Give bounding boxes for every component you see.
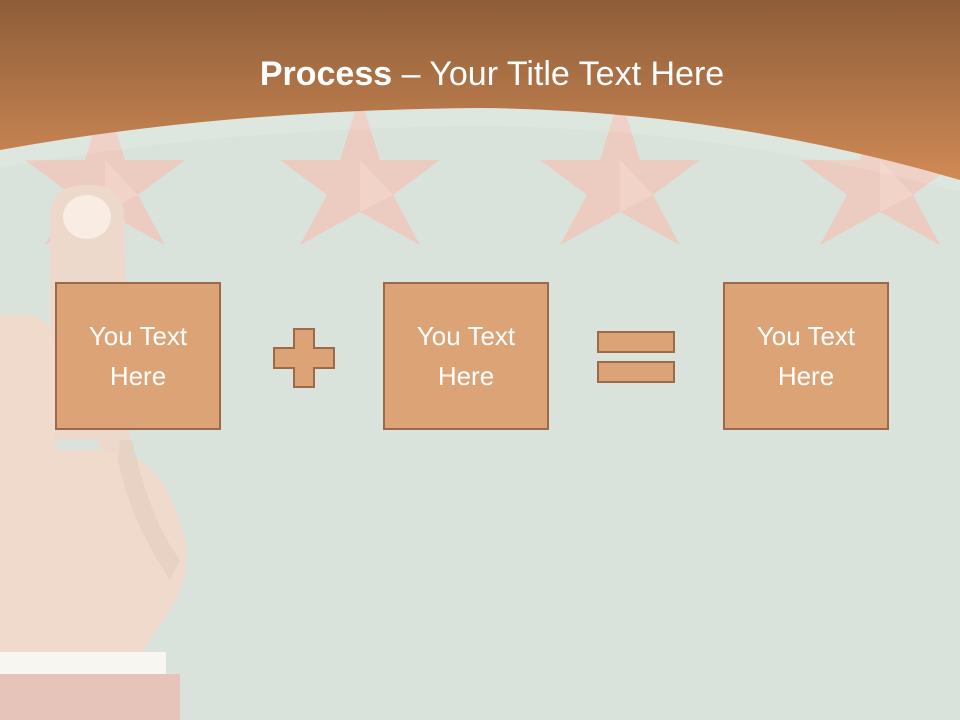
plus-icon — [273, 328, 335, 388]
slide-title: Process – Your Title Text Here — [0, 52, 960, 96]
process-box-3[interactable]: You Text Here — [723, 282, 889, 430]
header-band — [0, 0, 960, 180]
process-box-1[interactable]: You Text Here — [55, 282, 221, 430]
hand-illustration — [0, 185, 186, 720]
process-box-3-text: You Text Here — [756, 321, 856, 391]
process-box-1-text: You Text Here — [88, 321, 188, 391]
title-rest: – Your Title Text Here — [392, 55, 725, 93]
title-bold: Process — [259, 55, 393, 93]
equals-icon — [597, 331, 675, 383]
process-box-2[interactable]: You Text Here — [383, 282, 549, 430]
process-box-2-text: You Text Here — [416, 321, 516, 391]
